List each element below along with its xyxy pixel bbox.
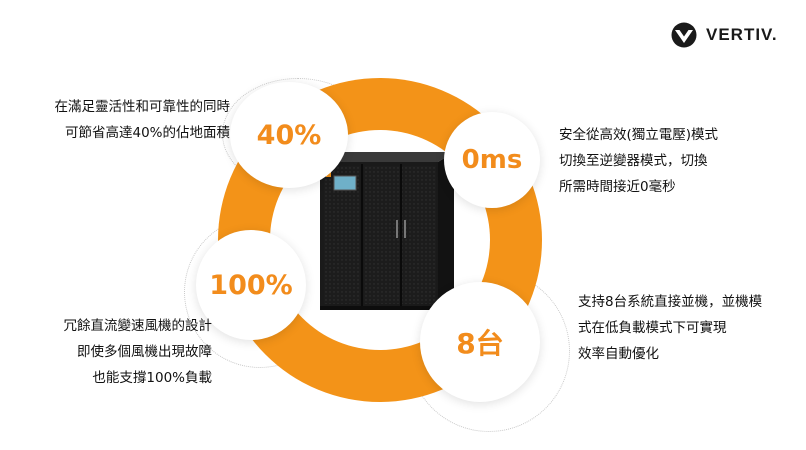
stat-bubble-0ms: 0ms (444, 112, 540, 208)
description-line: 即使多個風機出現故障 (77, 344, 212, 360)
stat-bubble-8: 8台 (420, 282, 540, 402)
description-line: 效率自動優化 (578, 346, 659, 362)
vertiv-v-logo-icon (671, 22, 697, 48)
description-line: 在滿足靈活性和可靠性的同時 (54, 99, 231, 115)
feature-description-fans: 冗餘直流變速風機的設計 即使多個風機出現故障 也能支撐100%負載 (0, 313, 213, 391)
stat-value: 8台 (456, 327, 504, 360)
stat-value: 40% (256, 119, 322, 151)
stat-value: 100% (209, 269, 293, 301)
description-line: 所需時間接近0毫秒 (559, 179, 676, 195)
description-line: 切換至逆變器模式，切換 (559, 153, 708, 169)
feature-description-space: 在滿足靈活性和可靠性的同時 可節省高達40%的佔地面積 (0, 94, 231, 146)
description-line: 安全從高效(獨立電壓)模式 (559, 127, 719, 143)
description-line: 也能支撐100%負載 (92, 370, 212, 386)
vertiv-logo: VERTIV. (668, 22, 778, 48)
description-line: 式在低負載模式下可實現 (578, 320, 727, 336)
feature-description-switch: 安全從高效(獨立電壓)模式 切換至逆變器模式，切換 所需時間接近0毫秒 (559, 122, 799, 200)
feature-description-parallel: 支持8台系統直接並機，並機模 式在低負載模式下可實現 效率自動優化 (578, 289, 800, 367)
stat-bubble-100: 100% (196, 230, 306, 340)
ups-cabinet-image (320, 152, 454, 310)
description-line: 可節省高達40%的佔地面積 (64, 125, 230, 141)
description-line: 支持8台系統直接並機，並機模 (578, 294, 763, 310)
stat-value: 0ms (461, 145, 523, 175)
logo-text: VERTIV. (706, 25, 778, 44)
stat-bubble-40: 40% (230, 82, 348, 188)
description-line: 冗餘直流變速風機的設計 (63, 318, 213, 334)
